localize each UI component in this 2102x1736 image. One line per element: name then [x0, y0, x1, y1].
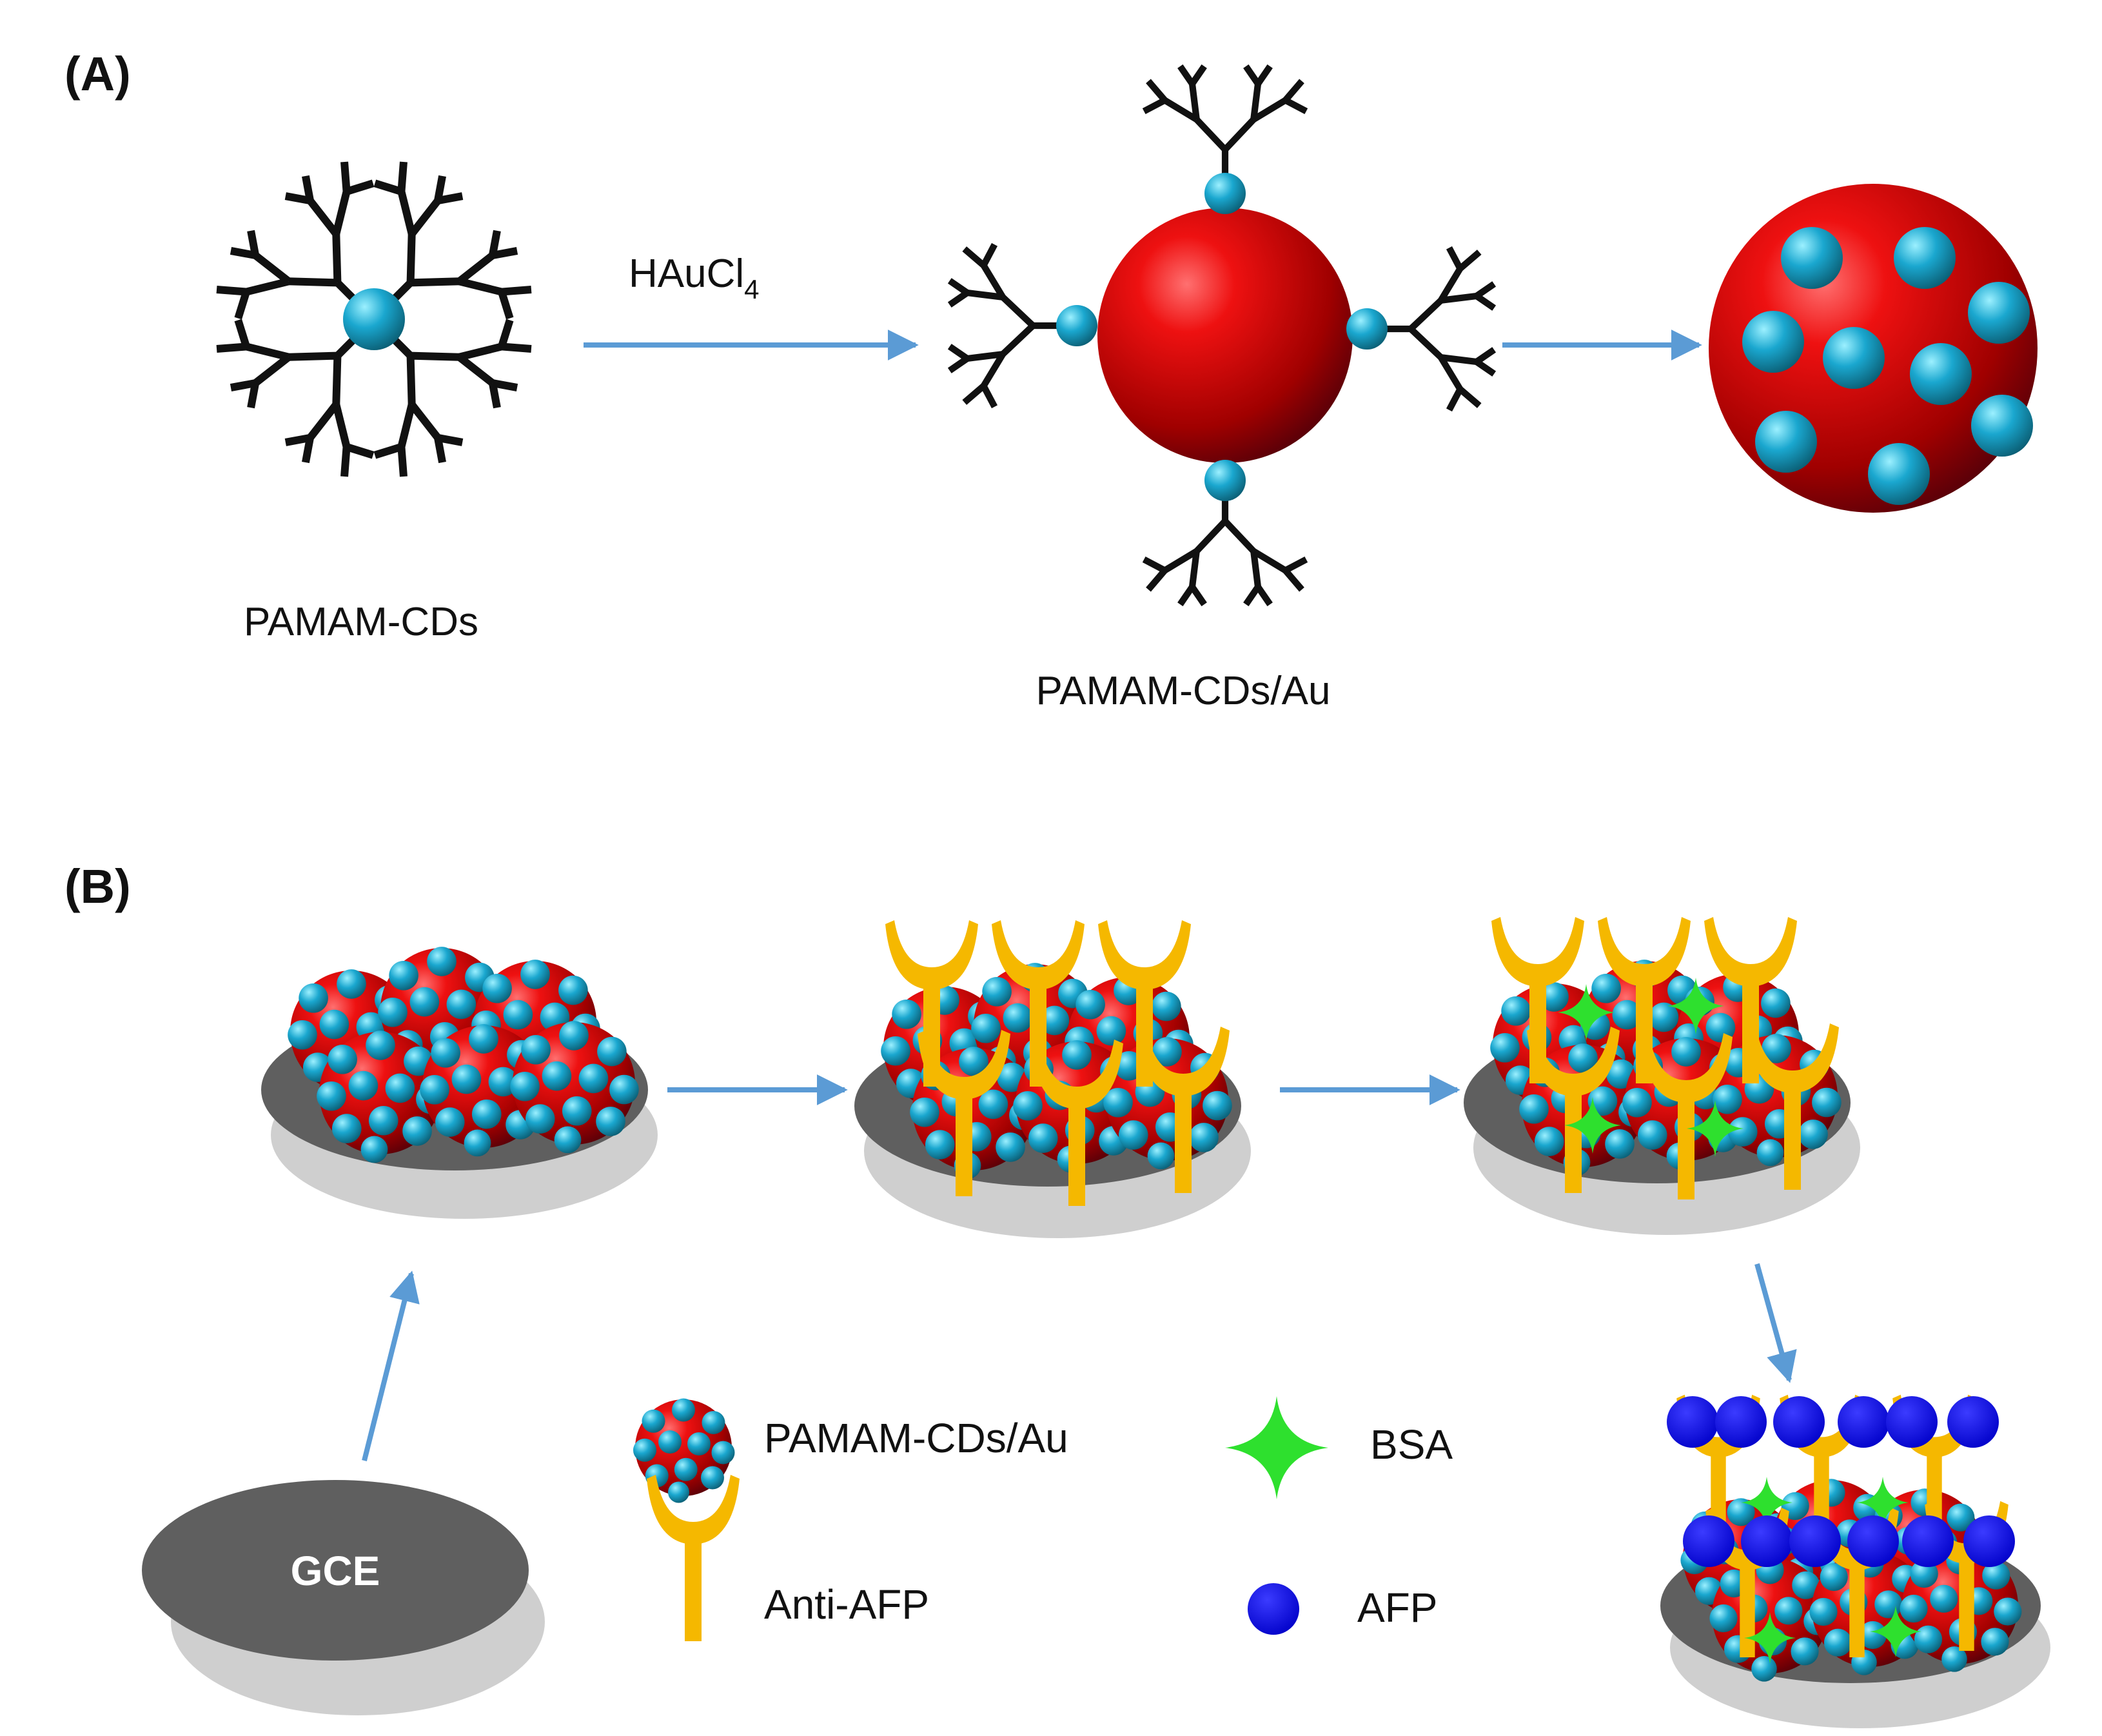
legend-nanocomposite-label: PAMAM-CDs/Au: [764, 1415, 1068, 1461]
reagent-label: HAuCl4: [629, 252, 760, 304]
bare-gce-electrode: [142, 1480, 545, 1715]
electrode-step1-nanocomposite: [261, 947, 658, 1219]
electrode-step3-bsa: [1464, 917, 1860, 1235]
legend-bsa-icon: [1225, 1396, 1328, 1499]
pamam-cds-dendrimer: [201, 146, 547, 492]
legend-afp-label: AFP: [1357, 1584, 1437, 1631]
panel-a-label: (A): [64, 47, 131, 101]
step-arrow-1: [362, 1270, 420, 1461]
legend-antibody-icon: [647, 1475, 740, 1641]
pamam-cds-label: PAMAM-CDs: [244, 600, 478, 644]
legend-bsa-label: BSA: [1370, 1421, 1453, 1468]
panel-b-label: (B): [64, 860, 131, 913]
legend: PAMAM-CDs/Au Anti-AFP BSA AFP: [633, 1396, 1453, 1641]
gce-label: GCE: [291, 1548, 380, 1594]
electrode-step2-antibody: [854, 920, 1251, 1238]
legend-antibody-label: Anti-AFP: [764, 1581, 929, 1628]
pamam-cds-au-nanocomposite: [1709, 184, 2038, 513]
pamam-cds-au-intermediate: [950, 66, 1494, 604]
pamam-cds-au-label: PAMAM-CDs/Au: [1036, 669, 1330, 713]
legend-afp-icon: [1248, 1583, 1299, 1635]
electrode-step4-afp: [1660, 1394, 2050, 1728]
step-arrow-4: [1754, 1263, 1797, 1383]
